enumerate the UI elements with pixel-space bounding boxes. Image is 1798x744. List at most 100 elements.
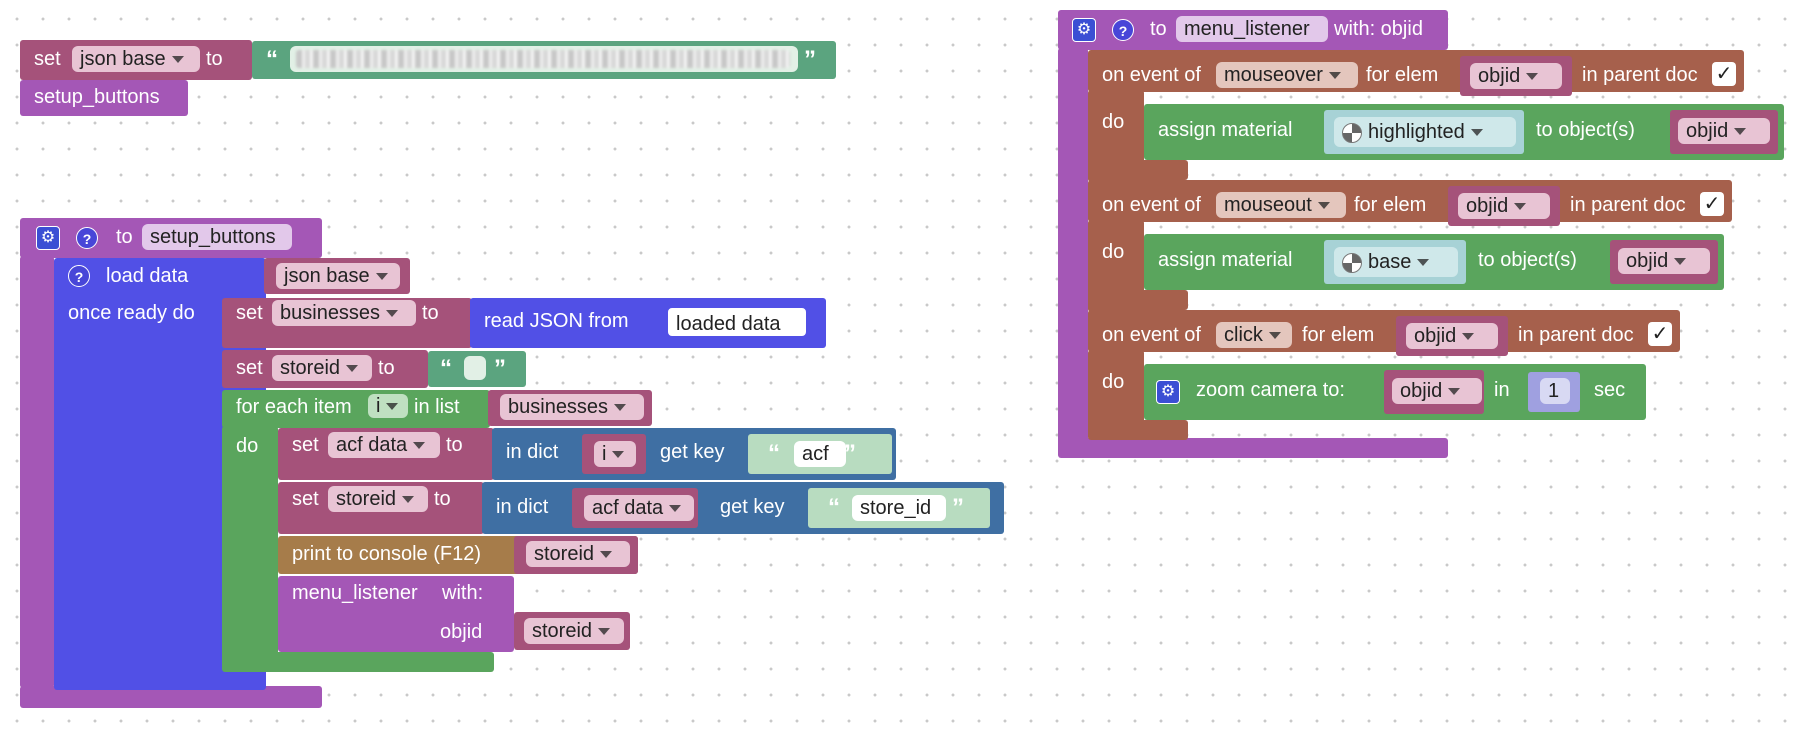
empty-text-field[interactable] — [464, 356, 486, 380]
storeid-var-dropdown[interactable]: storeid — [524, 618, 624, 644]
click-dropdown[interactable]: click — [1216, 322, 1292, 348]
objid-var-dropdown[interactable]: objid — [1406, 323, 1498, 349]
call-setup-buttons-block[interactable] — [20, 80, 188, 116]
storeid-var-dropdown[interactable]: storeid — [328, 486, 428, 512]
businesses-var-dropdown[interactable]: businesses — [272, 300, 416, 326]
objid-var-dropdown[interactable]: objid — [1392, 378, 1482, 404]
to-label: to — [422, 302, 439, 324]
assign-material-label: assign material — [1158, 119, 1293, 141]
with-label: with: — [442, 582, 484, 604]
click-event-block[interactable] — [1088, 310, 1680, 352]
get-key-label: get key — [660, 441, 725, 463]
gear-icon[interactable]: ⚙ — [1072, 18, 1096, 42]
in-parent-doc-checkbox[interactable]: ✓ — [1712, 62, 1736, 86]
quote-open: “ — [440, 355, 452, 382]
storeid-var-dropdown[interactable]: storeid — [526, 541, 630, 567]
in-label: in — [1494, 379, 1510, 401]
highlighted-material-dropdown[interactable]: highlighted — [1334, 117, 1516, 147]
objid-var-dropdown[interactable]: objid — [1470, 63, 1562, 89]
storeid-var-dropdown[interactable]: storeid — [272, 355, 372, 381]
load-data-label: load data — [106, 265, 189, 287]
set-label: set — [236, 302, 263, 324]
loop-var-dropdown[interactable]: i — [368, 394, 408, 418]
mouseover-dropdown[interactable]: mouseover — [1216, 62, 1358, 88]
menu-listener-footer — [1058, 438, 1448, 458]
mouseover-event-block[interactable] — [1088, 50, 1744, 92]
quote-open: “ — [768, 440, 780, 467]
businesses-var-dropdown[interactable]: businesses — [500, 394, 644, 420]
procedure-name-field[interactable]: menu_listener — [1176, 16, 1328, 42]
for-each-block[interactable] — [222, 390, 490, 428]
material-icon — [1342, 252, 1362, 273]
json-base-var-dropdown[interactable]: json base — [72, 46, 200, 72]
to-label: to — [378, 357, 395, 379]
zoom-camera-label: zoom camera to: — [1196, 379, 1345, 401]
quote-open: “ — [266, 46, 278, 73]
redacted-url — [296, 50, 790, 68]
in-parent-doc-checkbox[interactable]: ✓ — [1648, 322, 1672, 346]
menu-listener-body-edge — [1058, 48, 1088, 444]
call-menu-listener-block[interactable] — [278, 576, 514, 652]
to-label: to — [434, 488, 451, 510]
duration-number-field[interactable]: 1 — [1540, 378, 1570, 404]
for-each-footer — [222, 652, 494, 672]
on-event-label: on event of — [1102, 194, 1201, 216]
for-each-body-edge — [222, 426, 278, 668]
i-var-dropdown[interactable]: i — [594, 441, 636, 467]
json-base-var-dropdown[interactable]: json base — [276, 263, 400, 289]
set-label: set — [34, 48, 61, 70]
objid-var-dropdown[interactable]: objid — [1678, 118, 1770, 144]
on-event-label: on event of — [1102, 324, 1201, 346]
for-elem-label: for elem — [1366, 64, 1439, 86]
setup-buttons-body-edge — [20, 256, 54, 688]
procedure-name-field[interactable]: setup_buttons — [142, 224, 292, 250]
with-objid-label: with: objid — [1334, 18, 1423, 40]
store-id-text-field[interactable]: store_id — [852, 495, 946, 521]
objid-var-dropdown[interactable]: objid — [1458, 193, 1550, 219]
for-each-label: for each item — [236, 396, 352, 418]
gear-icon[interactable]: ⚙ — [1156, 380, 1180, 404]
do-label: do — [236, 435, 259, 457]
call-setup-buttons-label: setup_buttons — [34, 86, 160, 108]
mouseover-event-footer — [1088, 160, 1188, 180]
question-icon[interactable]: ? — [1112, 19, 1134, 41]
set-label: set — [292, 488, 319, 510]
to-label: to — [116, 226, 133, 248]
sec-label: sec — [1594, 379, 1626, 401]
acf-text-field[interactable]: acf — [794, 441, 846, 467]
on-event-label: on event of — [1102, 64, 1201, 86]
in-dict-label: in dict — [506, 441, 559, 463]
question-icon[interactable]: ? — [68, 265, 90, 287]
base-material-dropdown[interactable]: base — [1334, 247, 1458, 277]
print-console-label: print to console (F12) — [292, 543, 481, 565]
to-objects-label: to object(s) — [1478, 249, 1577, 271]
objid-var-dropdown[interactable]: objid — [1618, 248, 1710, 274]
click-event-footer — [1088, 420, 1188, 440]
quote-close: ” — [844, 440, 856, 467]
to-label: to — [446, 434, 463, 456]
mouseout-dropdown[interactable]: mouseout — [1216, 192, 1346, 218]
read-json-label: read JSON from — [484, 310, 629, 332]
in-list-label: in list — [414, 396, 460, 418]
in-parent-doc-label: in parent doc — [1518, 324, 1634, 346]
mouseout-event-footer — [1088, 290, 1188, 310]
for-elem-label: for elem — [1354, 194, 1427, 216]
question-icon[interactable]: ? — [76, 227, 98, 249]
set-label: set — [236, 357, 263, 379]
loaded-data-field[interactable]: loaded data — [666, 306, 808, 338]
objid-param-label: objid — [440, 621, 483, 643]
acf-data-var-dropdown[interactable]: acf data — [584, 495, 694, 521]
url-text-field[interactable] — [290, 46, 798, 72]
in-parent-doc-checkbox[interactable]: ✓ — [1700, 192, 1724, 216]
quote-open: “ — [828, 494, 840, 521]
in-parent-doc-label: in parent doc — [1570, 194, 1686, 216]
set-label: set — [292, 434, 319, 456]
quote-close: ” — [494, 355, 506, 382]
gear-icon[interactable]: ⚙ — [36, 226, 60, 250]
do-label: do — [1102, 111, 1125, 133]
acf-data-var-dropdown[interactable]: acf data — [328, 432, 440, 458]
quote-close: ” — [952, 494, 964, 521]
for-elem-label: for elem — [1302, 324, 1375, 346]
mouseout-event-block[interactable] — [1088, 180, 1732, 222]
setup-buttons-footer — [20, 686, 322, 708]
